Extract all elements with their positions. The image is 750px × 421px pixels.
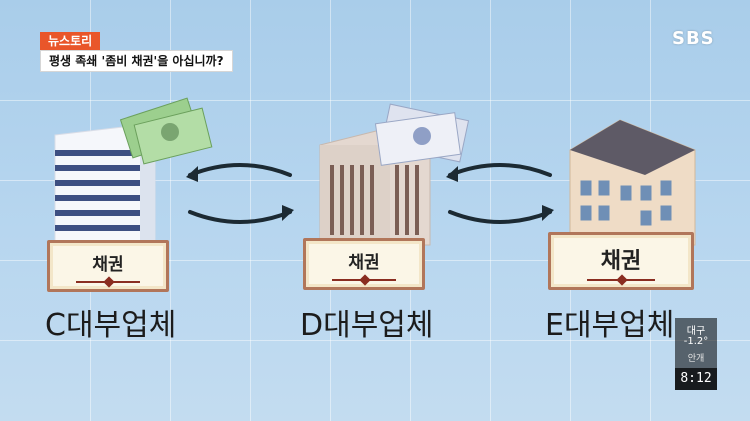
bond-label-text: 채권: [348, 253, 380, 273]
broadcaster-logo: SBS: [672, 28, 715, 49]
company-d-label: D대부업체: [300, 308, 434, 343]
company-e-label: E대부업체: [545, 308, 675, 343]
clock: 8:12: [675, 368, 717, 390]
arrow-d-to-e: [448, 210, 552, 224]
program-title: 뉴스토리: [40, 32, 101, 50]
ornament: [332, 279, 396, 281]
bond-label-c: 채권: [47, 240, 169, 292]
bond-label-d: 채권: [303, 238, 425, 290]
weather-condition: 안개: [687, 354, 705, 364]
bond-label-e: 채권: [548, 232, 694, 290]
banknotes-c: [119, 97, 213, 165]
building-e: [569, 119, 696, 246]
bond-label-text: 채권: [92, 255, 124, 275]
weather-temperature: -1.2°: [683, 336, 709, 347]
banknotes-d: [374, 103, 470, 166]
ornament: [587, 279, 655, 281]
weather-city: 대구: [686, 326, 706, 337]
headline-caption: 평생 족쇄 '좀비 채권'을 아십니까?: [40, 50, 233, 72]
ornament: [76, 281, 140, 283]
building-d: [319, 129, 431, 246]
arrow-c-to-d: [188, 210, 292, 224]
arrow-e-to-d: [448, 163, 552, 177]
arrow-d-to-c: [188, 163, 292, 177]
bond-label-text: 채권: [600, 249, 642, 274]
company-c-label: C대부업체: [45, 308, 177, 343]
